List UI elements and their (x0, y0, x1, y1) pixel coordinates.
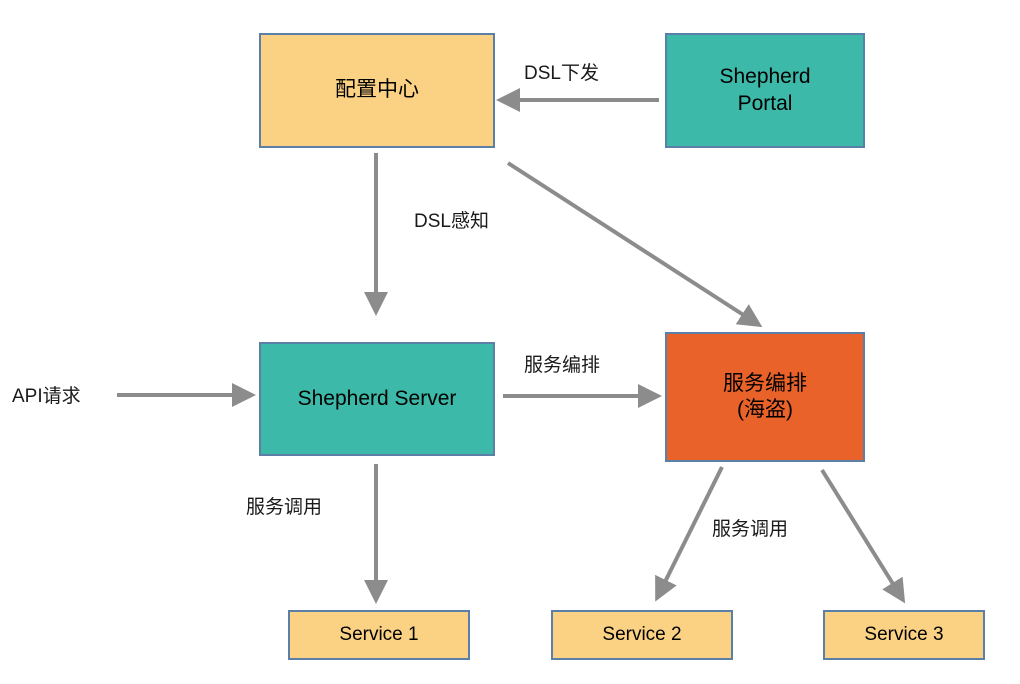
edge-label-dsl-aware: DSL感知 (414, 211, 489, 232)
node-shepherd-server[interactable]: Shepherd Server (259, 342, 495, 456)
node-label: Service 2 (602, 624, 682, 646)
edge-config-to-orchestration (506, 161, 763, 328)
node-label: 服务编排 (海盗) (723, 371, 807, 421)
node-label: Shepherd Server (297, 386, 457, 410)
node-config-center[interactable]: 配置中心 (259, 33, 495, 148)
node-label: Shepherd Portal (719, 65, 811, 115)
edge-label-service-invoke-left: 服务调用 (246, 497, 323, 518)
node-label: 配置中心 (335, 78, 419, 102)
node-label: Service 3 (864, 624, 944, 646)
edge-service-invoke-right (820, 468, 906, 604)
edge-label-dsl-deliver: DSL下发 (524, 63, 599, 84)
edge-label-orchestration-call: 服务编排 (524, 355, 601, 376)
edge-label-api-request: API请求 (12, 386, 81, 407)
node-service-3[interactable]: Service 3 (823, 610, 985, 660)
edge-label-service-invoke-right: 服务调用 (712, 519, 789, 540)
node-service-orchestration[interactable]: 服务编排 (海盗) (665, 332, 865, 462)
node-service-1[interactable]: Service 1 (288, 610, 470, 660)
node-shepherd-portal[interactable]: Shepherd Portal (665, 33, 865, 148)
node-label: Service 1 (339, 624, 419, 646)
node-service-2[interactable]: Service 2 (551, 610, 733, 660)
